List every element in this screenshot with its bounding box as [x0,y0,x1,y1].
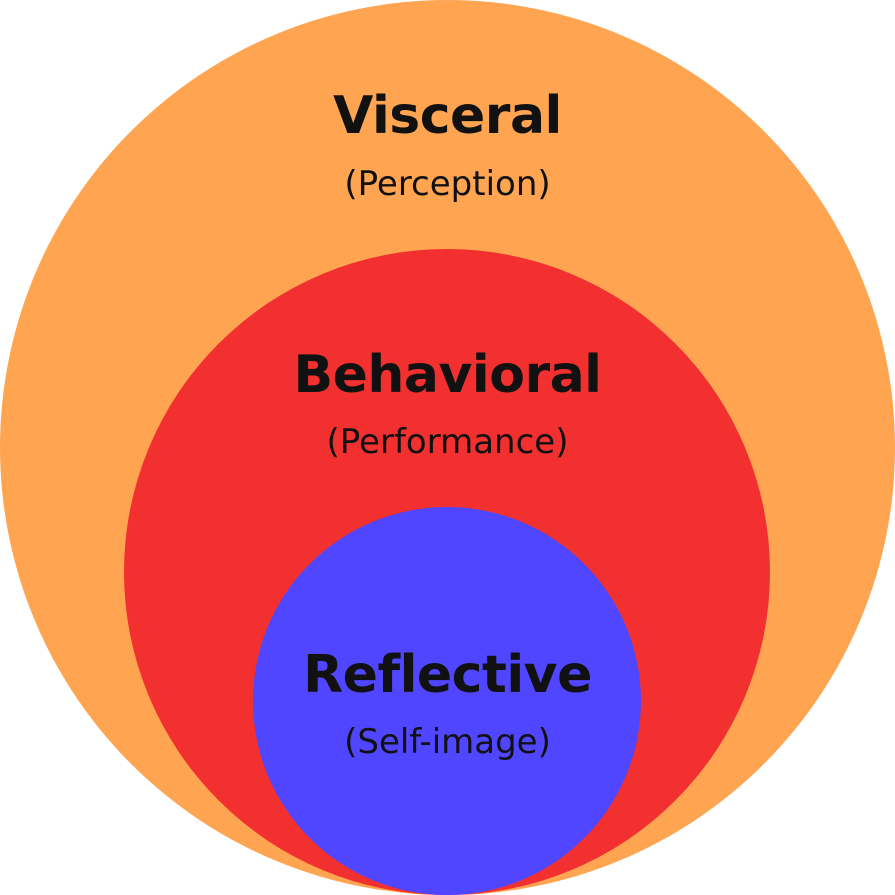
behavioral-title: Behavioral [293,345,602,405]
reflective-circle [253,507,641,895]
visceral-title: Visceral [333,86,562,146]
visceral-subtitle: (Perception) [344,164,551,204]
reflective-subtitle: (Self-image) [344,722,551,762]
reflective-title: Reflective [303,645,592,705]
behavioral-subtitle: (Performance) [326,422,569,462]
